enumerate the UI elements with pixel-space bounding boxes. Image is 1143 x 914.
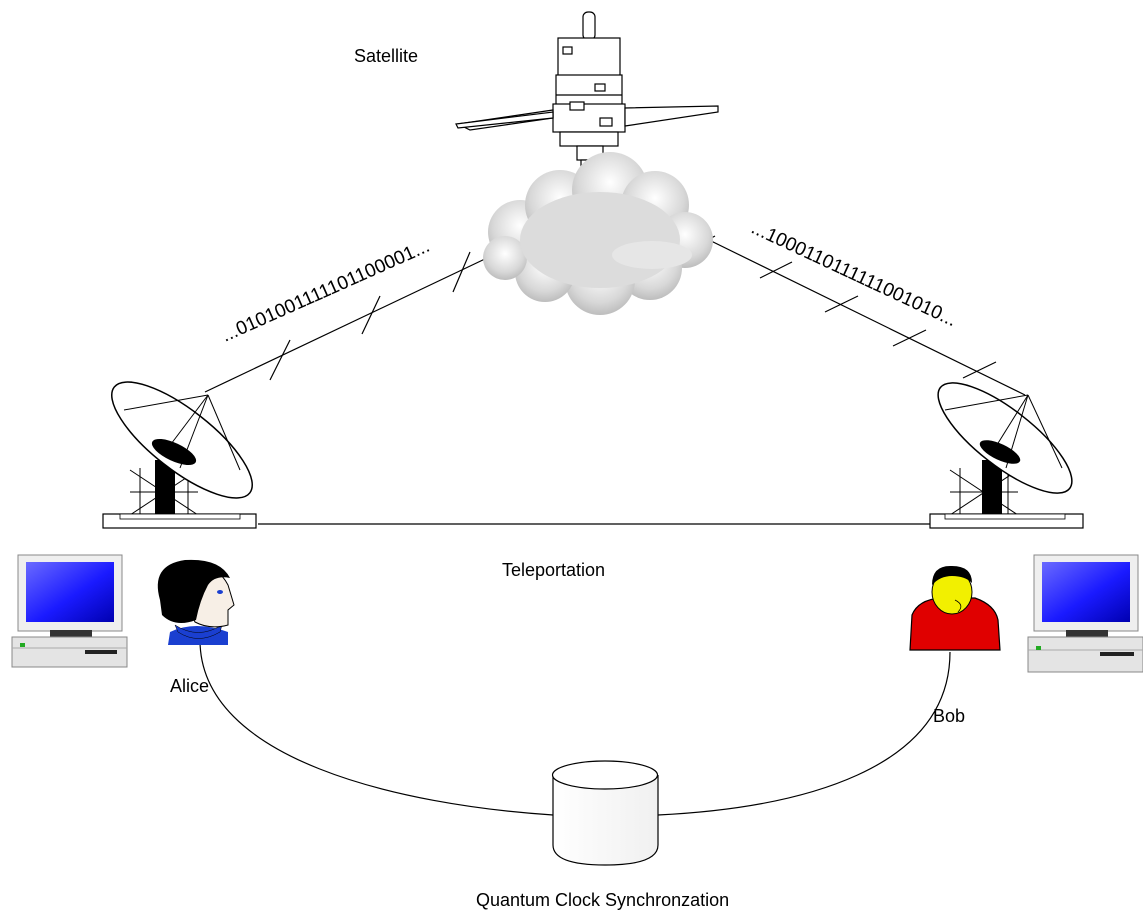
right-dish-icon	[929, 382, 1084, 529]
teleportation-label: Teleportation	[502, 560, 605, 580]
right-computer-icon	[1027, 554, 1143, 673]
cloud-icon	[483, 152, 713, 315]
right-satellite-link	[701, 235, 1026, 396]
left-bitstream-label: ...0101001111101100001...	[218, 236, 432, 347]
alice-label: Alice	[170, 676, 209, 696]
bob-label: Bob	[933, 706, 965, 726]
satellite-icon	[455, 11, 719, 173]
quantum-clock-cylinder-icon	[551, 760, 659, 866]
satellite-label: Satellite	[354, 46, 418, 66]
bob-person-icon	[909, 565, 1001, 651]
left-dish-icon	[102, 381, 257, 529]
alice-person-icon	[157, 559, 235, 645]
left-satellite-link	[204, 251, 488, 393]
clock-sync-label: Quantum Clock Synchronzation	[476, 890, 729, 910]
clock-sync-link	[199, 639, 951, 816]
left-computer-icon	[11, 554, 128, 668]
